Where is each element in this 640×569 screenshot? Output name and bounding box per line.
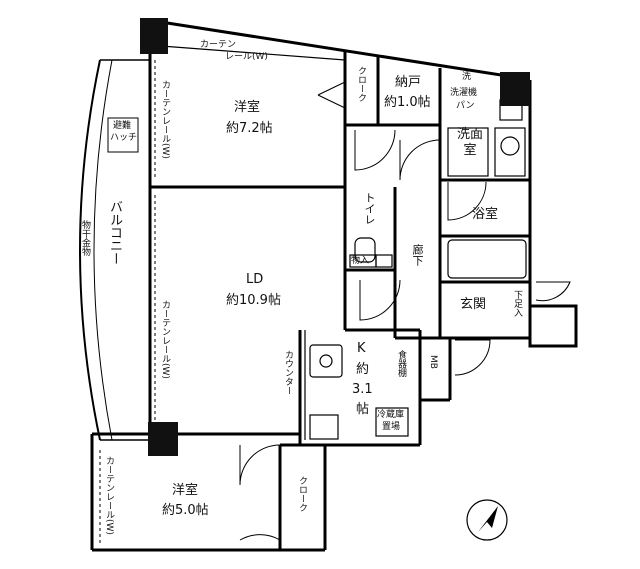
compass-icon (466, 499, 508, 541)
curtain-rails (99, 60, 156, 545)
storage-name: 納戸 (395, 75, 422, 90)
fridge-b: 置場 (382, 422, 401, 432)
kitchen-size-a: 約 (356, 362, 370, 377)
kitchen-name: K (357, 341, 366, 356)
toilet-label: トイレ (363, 192, 376, 225)
bathroom-label: 浴室 (472, 207, 499, 222)
western-room-1-size: 約7.2帖 (226, 121, 273, 136)
ld-size: 約10.9帖 (226, 293, 281, 308)
shoe-box-label: 下足入 (512, 290, 522, 317)
curtain-rail-top-a: カーテン (200, 40, 237, 50)
doors (239, 81, 571, 541)
laundry-pan-b: パン (456, 101, 475, 111)
fridge-a: 冷蔵庫 (377, 410, 405, 420)
escape-hatch-b: ハッチ (110, 133, 138, 143)
walls (90, 18, 532, 552)
inner-lines (147, 44, 527, 440)
escape-hatch (107, 117, 139, 153)
washroom-label: 洗面室 (456, 127, 483, 159)
storage-size: 約1.0帖 (384, 95, 431, 110)
hallway-label: 廊下 (411, 244, 424, 266)
entrance-label: 玄関 (460, 297, 487, 312)
drying-rack-label: 物干金物 (80, 220, 90, 256)
balcony-label: バルコニー (107, 200, 122, 265)
ld-name: LD (246, 272, 264, 287)
closet-1-label: クローク (356, 66, 366, 102)
mb-label: MB (428, 355, 438, 369)
pillars (140, 18, 578, 456)
laundry-pan-a: 洗濯機 (450, 88, 478, 98)
curtain-rail-1: カーテンレール(W) (160, 80, 170, 159)
western-room-2-size: 約5.0帖 (162, 503, 209, 518)
closet-2-label: クローク (297, 476, 307, 512)
curtain-rail-3: カーテンレール(W) (104, 456, 114, 535)
western-room-2-name: 洋室 (172, 483, 199, 498)
escape-hatch-a: 避難 (113, 121, 132, 131)
laundry-mark: 洗 (462, 72, 472, 82)
curtain-rail-2: カーテンレール(W) (160, 300, 170, 379)
curtain-rail-top-b: レール(W) (225, 52, 268, 62)
balcony (79, 59, 150, 441)
kitchen-size-c: 帖 (356, 402, 370, 417)
kitchen-size-b: 3.1 (352, 382, 373, 397)
storage-in-label: 物入 (351, 256, 370, 266)
food-storage-label: 食器棚 (396, 350, 406, 377)
counter-label: カウンター (283, 350, 293, 395)
western-room-1-name: 洋室 (234, 100, 261, 115)
